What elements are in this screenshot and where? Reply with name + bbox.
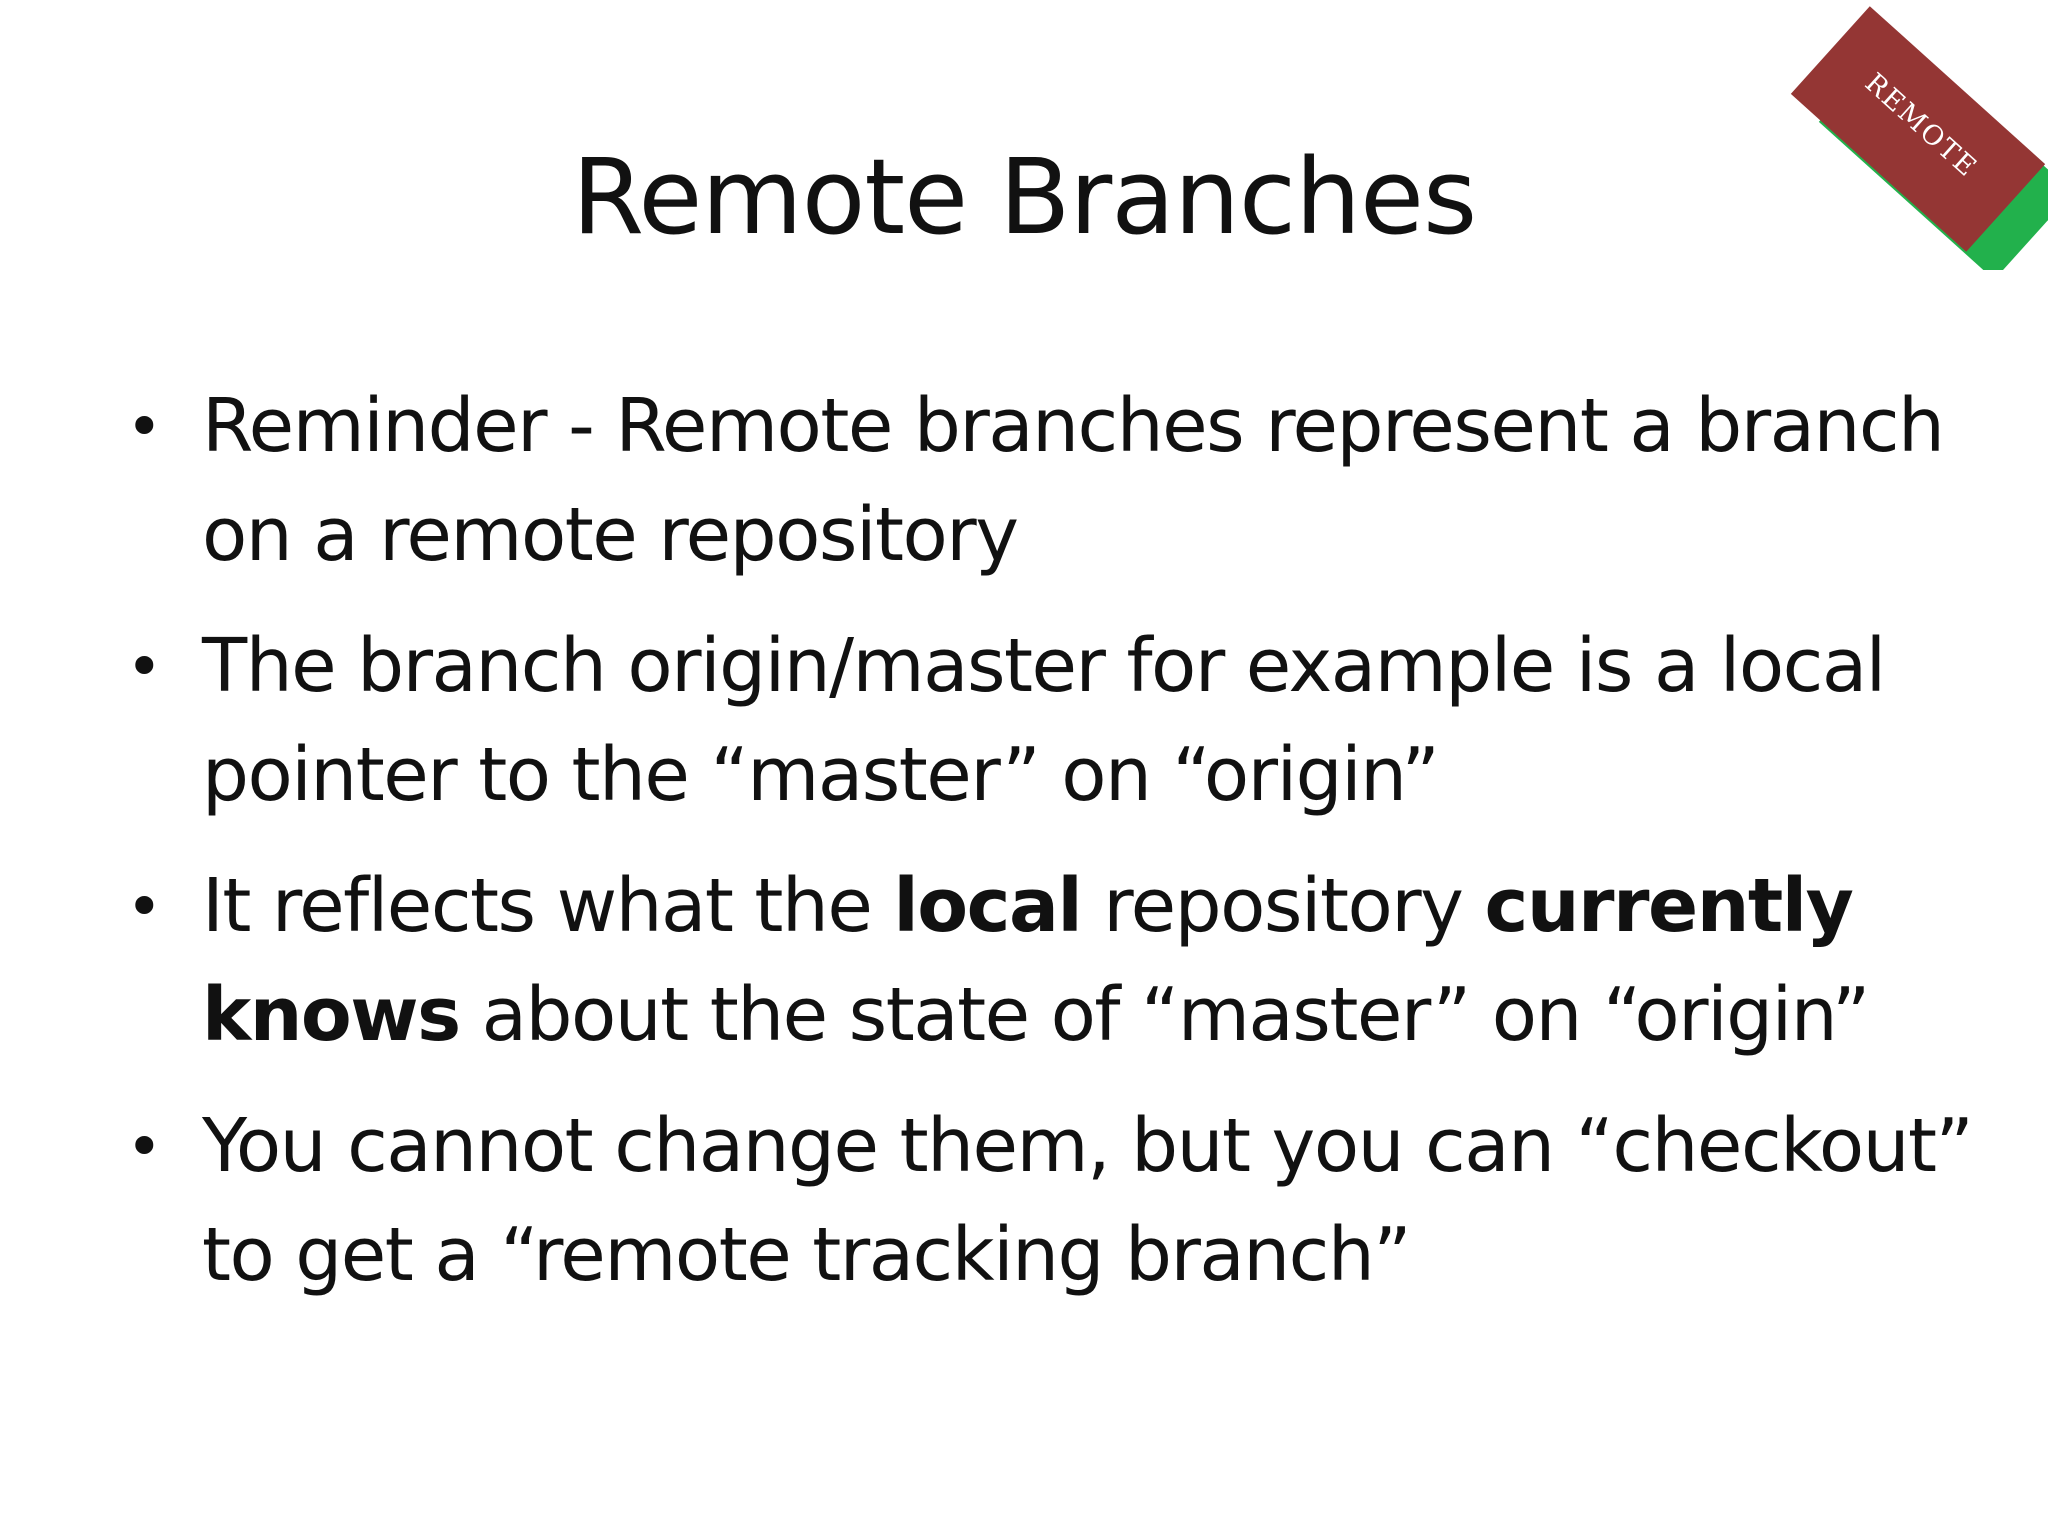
bullet-item-1: • Reminder - Remote branches represent a…	[120, 372, 1980, 590]
bullet-dot-icon: •	[126, 870, 163, 943]
bullet-dot-icon: •	[126, 1110, 163, 1183]
bullet-text-segment: repository	[1081, 863, 1485, 949]
bullet-text-segment: It reflects what the	[202, 863, 894, 949]
bullet-text: The branch origin/master for example is …	[202, 623, 1886, 818]
bullet-list: • Reminder - Remote branches represent a…	[120, 372, 1980, 1332]
slide-title: Remote Branches	[571, 136, 1477, 258]
bullet-item-4: • You cannot change them, but you can “c…	[120, 1092, 1980, 1310]
bullet-text: Reminder - Remote branches represent a b…	[202, 383, 1945, 578]
bullet-dot-icon: •	[126, 630, 163, 703]
bullet-text: You cannot change them, but you can “che…	[202, 1103, 1974, 1298]
bullet-dot-icon: •	[126, 390, 163, 463]
bullet-text-bold: currently knows	[202, 863, 1854, 1058]
bullet-item-3: • It reflects what the local repository …	[120, 852, 1980, 1070]
bullet-text-bold: local	[893, 863, 1082, 949]
bullet-item-2: • The branch origin/master for example i…	[120, 612, 1980, 830]
bullet-text-segment: about the state of “master” on “origin”	[459, 972, 1871, 1058]
